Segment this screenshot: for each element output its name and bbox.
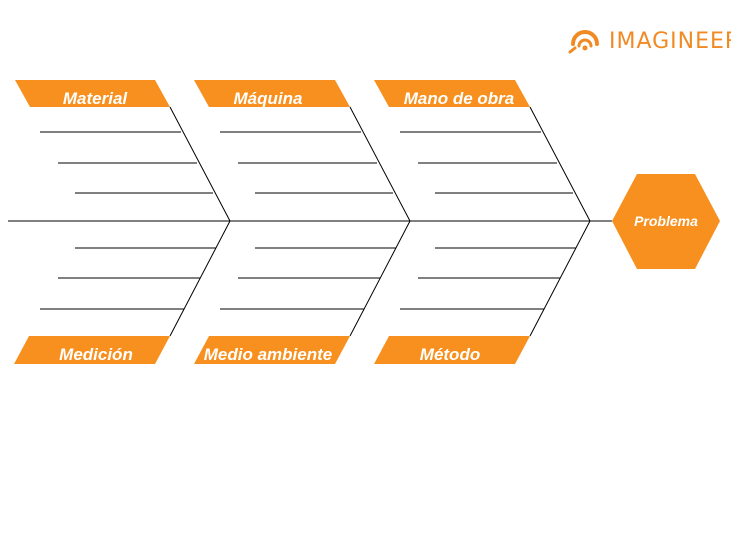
category-material: Material: [15, 80, 170, 108]
cause-ribs: [40, 131, 576, 310]
category-banner: [374, 336, 530, 364]
category-banner: [194, 80, 350, 107]
category-banner: [14, 336, 170, 364]
category-mano-de-obra: Mano de obra: [374, 80, 530, 108]
category-banner: [194, 336, 350, 364]
brand-logo: IMAGINEER: [568, 29, 731, 54]
category-metodo: Método: [374, 336, 530, 364]
category-maquina: Máquina: [194, 80, 350, 108]
imagineer-logo-icon: [568, 30, 599, 54]
category-label-medicion: Medición: [59, 345, 133, 364]
problem-head: Problema: [590, 174, 720, 269]
category-label-material: Material: [63, 89, 129, 108]
bone-material: [169, 106, 231, 222]
category-banner: [374, 80, 530, 107]
category-banner: [15, 80, 170, 107]
category-label-metodo: Método: [420, 345, 480, 364]
category-label-mano-de-obra: Mano de obra: [404, 89, 515, 108]
problem-label: Problema: [634, 213, 698, 229]
category-label-medio-ambiente: Medio ambiente: [204, 345, 332, 364]
category-medio-ambiente: Medio ambiente: [194, 336, 350, 364]
bone-mano-de-obra: [529, 106, 591, 222]
category-medicion: Medición: [14, 336, 170, 364]
brand-name: IMAGINEER: [609, 29, 731, 54]
problem-hexagon: [612, 174, 720, 269]
category-label-maquina: Máquina: [234, 89, 303, 108]
bone-maquina: [349, 106, 411, 222]
